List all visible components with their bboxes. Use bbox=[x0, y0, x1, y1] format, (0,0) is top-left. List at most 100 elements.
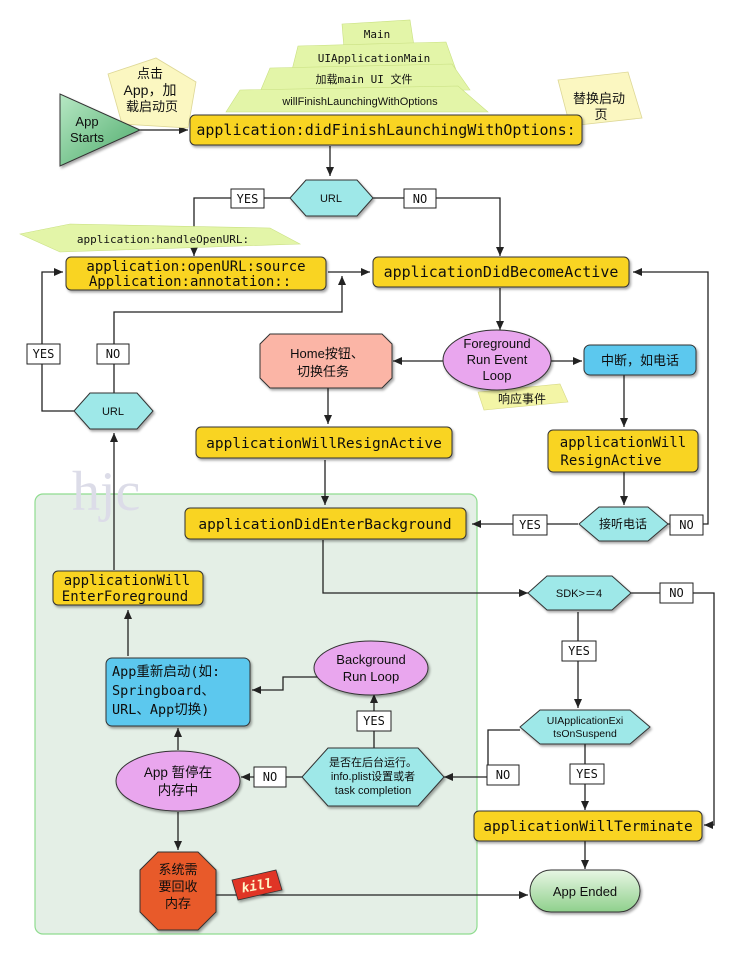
svg-text:applicationDidEnterBackground: applicationDidEnterBackground bbox=[198, 517, 451, 533]
yes-label-call: YES bbox=[512, 514, 548, 536]
svg-text:App Ended: App Ended bbox=[553, 884, 617, 899]
svg-text:applicationDidBecomeActive: applicationDidBecomeActive bbox=[384, 263, 619, 281]
note-respond-event: 响应事件 bbox=[477, 383, 569, 411]
yes-label-exits: YES bbox=[569, 763, 605, 785]
did-become-active-node: applicationDidBecomeActive bbox=[372, 256, 630, 288]
svg-text:UIApplicationExi: UIApplicationExi bbox=[547, 715, 623, 727]
svg-text:YES: YES bbox=[363, 714, 385, 728]
svg-text:NO: NO bbox=[263, 770, 277, 784]
svg-text:YES: YES bbox=[237, 192, 259, 206]
svg-text:响应事件: 响应事件 bbox=[498, 391, 546, 406]
svg-text:UIApplicationMain: UIApplicationMain bbox=[318, 52, 431, 65]
svg-text:info.plist设置或者: info.plist设置或者 bbox=[331, 770, 415, 783]
did-finish-launching-node: application:didFinishLaunchingWithOption… bbox=[189, 114, 583, 146]
svg-text:内存中: 内存中 bbox=[158, 783, 199, 798]
svg-text:URL: URL bbox=[320, 193, 342, 205]
svg-text:kill: kill bbox=[240, 876, 273, 896]
svg-text:URL、App切换): URL、App切换) bbox=[112, 702, 209, 718]
app-paused-node: App 暂停在 内存中 bbox=[115, 750, 241, 812]
background-run-loop-node: Background Run Loop bbox=[313, 640, 429, 696]
svg-text:App 暂停在: App 暂停在 bbox=[144, 764, 212, 780]
will-resign-active-right-node: applicationWill ResignActive bbox=[547, 429, 699, 473]
url-decision-left: URL bbox=[73, 392, 154, 430]
svg-text:EnterForeground: EnterForeground bbox=[62, 589, 188, 605]
svg-text:加载main UI 文件: 加载main UI 文件 bbox=[316, 72, 413, 86]
yes-label-sdk: YES bbox=[561, 640, 597, 662]
svg-text:tsOnSuspend: tsOnSuspend bbox=[553, 728, 617, 740]
svg-text:App: App bbox=[75, 114, 98, 129]
svg-text:内存: 内存 bbox=[165, 896, 191, 911]
svg-text:application:handleOpenURL:: application:handleOpenURL: bbox=[77, 233, 249, 246]
no-label-left: NO bbox=[96, 343, 130, 365]
svg-text:application:didFinishLaunching: application:didFinishLaunchingWithOption… bbox=[196, 121, 575, 139]
svg-text:NO: NO bbox=[106, 347, 120, 361]
svg-text:ResignActive: ResignActive bbox=[560, 453, 661, 469]
interrupt-node: 中断，如电话 bbox=[583, 344, 697, 376]
svg-text:载启动页: 载启动页 bbox=[126, 99, 178, 114]
no-label-call: NO bbox=[669, 514, 704, 536]
svg-text:task completion: task completion bbox=[335, 785, 411, 797]
will-resign-active-left-node: applicationWillResignActive bbox=[195, 426, 453, 459]
background-check-decision: 是否在后台运行。 info.plist设置或者 task completion bbox=[301, 747, 445, 807]
sdk-decision: SDK>＝4 bbox=[527, 575, 632, 611]
svg-text:替换启动: 替换启动 bbox=[573, 91, 625, 106]
watermark: hjc bbox=[72, 461, 140, 523]
svg-text:Starts: Starts bbox=[70, 130, 104, 145]
svg-text:点击: 点击 bbox=[137, 66, 163, 81]
foreground-loop-node: Foreground Run Event Loop bbox=[442, 329, 552, 391]
svg-text:App重新启动(如:: App重新启动(如: bbox=[112, 664, 220, 680]
svg-text:willFinishLaunchingWithOptions: willFinishLaunchingWithOptions bbox=[281, 96, 438, 108]
answer-call-decision: 接听电话 bbox=[578, 506, 669, 542]
launch-stack: Main UIApplicationMain 加载main UI 文件 will… bbox=[225, 19, 489, 113]
svg-text:URL: URL bbox=[102, 406, 124, 418]
svg-text:Application:annotation::: Application:annotation:: bbox=[89, 274, 291, 290]
svg-text:Main: Main bbox=[364, 28, 391, 41]
svg-text:中断，如电话: 中断，如电话 bbox=[601, 353, 679, 368]
svg-text:Run Event: Run Event bbox=[467, 352, 528, 367]
note-handle-open-url: application:handleOpenURL: bbox=[19, 223, 302, 253]
svg-text:是否在后台运行。: 是否在后台运行。 bbox=[329, 755, 417, 769]
svg-text:系统需: 系统需 bbox=[158, 862, 197, 877]
svg-text:Foreground: Foreground bbox=[463, 336, 530, 351]
svg-text:YES: YES bbox=[568, 644, 590, 658]
svg-text:Background: Background bbox=[336, 652, 405, 667]
svg-text:application:openURL:source: application:openURL:source bbox=[86, 259, 305, 275]
home-button-node: Home按钮、 切换任务 bbox=[259, 333, 393, 389]
exits-on-suspend-decision: UIApplicationExi tsOnSuspend bbox=[519, 709, 651, 745]
open-url-node: application:openURL:source Application:a… bbox=[65, 256, 327, 291]
app-starts-node: App Starts bbox=[59, 93, 142, 167]
svg-text:applicationWill: applicationWill bbox=[64, 573, 190, 589]
note-replace-launch: 替换启动 页 bbox=[557, 71, 643, 127]
svg-text:applicationWillResignActive: applicationWillResignActive bbox=[206, 436, 442, 452]
url-decision-top: URL bbox=[289, 179, 374, 217]
svg-text:App，加: App，加 bbox=[124, 82, 177, 98]
yes-label-left: YES bbox=[26, 343, 61, 365]
kill-tag: kill bbox=[231, 869, 283, 901]
yes-label-bg-check: YES bbox=[356, 710, 392, 732]
relaunch-node: App重新启动(如: Springboard、 URL、App切换) bbox=[105, 657, 251, 727]
svg-text:YES: YES bbox=[519, 518, 541, 532]
svg-text:SDK>＝4: SDK>＝4 bbox=[556, 588, 602, 600]
will-terminate-node: applicationWillTerminate bbox=[473, 810, 703, 842]
svg-text:Springboard、: Springboard、 bbox=[112, 683, 215, 699]
svg-text:接听电话: 接听电话 bbox=[599, 516, 647, 531]
svg-text:NO: NO bbox=[679, 518, 693, 532]
app-ended-node: App Ended bbox=[529, 869, 641, 913]
svg-text:Run Loop: Run Loop bbox=[343, 669, 399, 684]
no-label-top: NO bbox=[403, 188, 437, 209]
no-label-exits: NO bbox=[486, 764, 520, 786]
svg-text:NO: NO bbox=[496, 768, 510, 782]
svg-text:要回收: 要回收 bbox=[158, 879, 197, 894]
no-label-sdk: NO bbox=[659, 582, 694, 604]
svg-text:切换任务: 切换任务 bbox=[297, 364, 349, 379]
svg-text:applicationWillTerminate: applicationWillTerminate bbox=[483, 819, 693, 835]
svg-text:YES: YES bbox=[576, 767, 598, 781]
svg-text:NO: NO bbox=[413, 192, 427, 206]
background-state-region bbox=[34, 493, 478, 935]
note-tap-app: 点击 App，加 载启动页 bbox=[107, 57, 197, 129]
will-enter-foreground-node: applicationWill EnterForeground bbox=[52, 570, 204, 606]
svg-text:Loop: Loop bbox=[483, 368, 512, 383]
no-label-bg-check: NO bbox=[253, 766, 287, 788]
reclaim-memory-node: 系统需 要回收 内存 bbox=[139, 851, 217, 931]
